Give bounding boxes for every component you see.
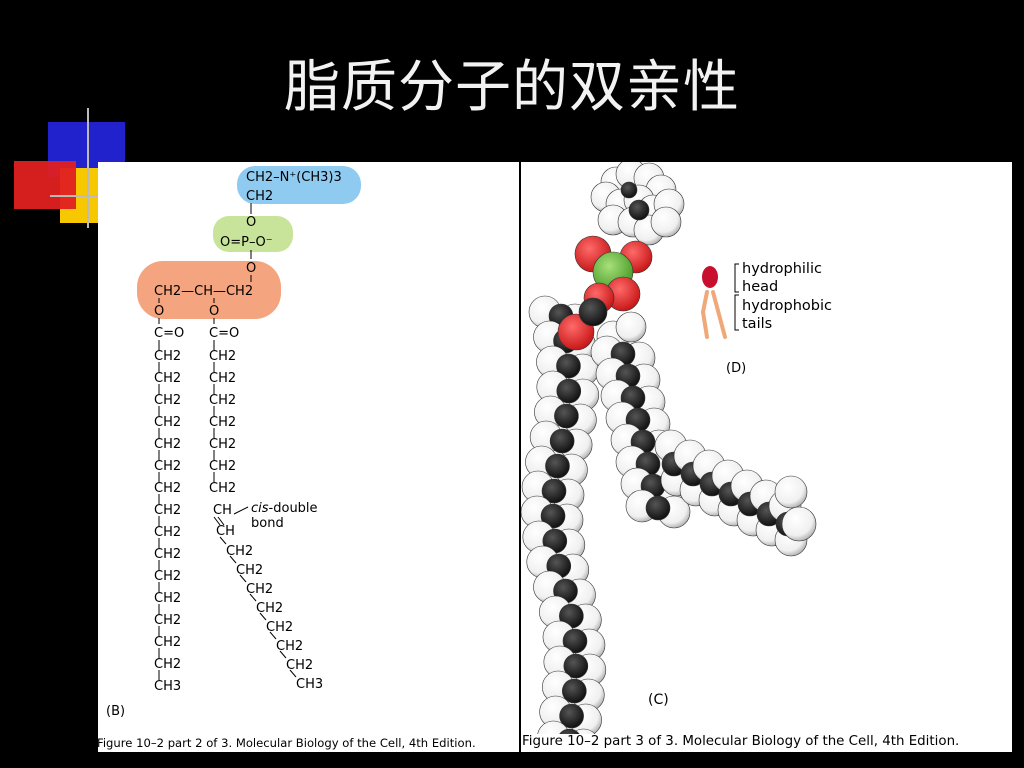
atom-sphere (549, 428, 575, 454)
methylene-label: CH2 (209, 437, 236, 452)
atom-sphere (545, 453, 570, 479)
atom-sphere (781, 506, 817, 542)
atom-sphere (556, 353, 581, 379)
methylene-label: CH2 (154, 371, 181, 386)
methylene-label: CH2 (226, 544, 253, 559)
choline-top-label: CH2–N⁺(CH3)3 (246, 170, 342, 185)
methylene-label: CH2 (154, 415, 181, 430)
panel-c-caption: Figure 10–2 part 3 of 3. Molecular Biolo… (522, 734, 960, 749)
ester-o-right: O (209, 304, 219, 319)
atom-sphere (578, 297, 608, 327)
saturated-chain: CH2CH2CH2CH2CH2CH2CH2CH2CH2CH2CH2CH2CH2C… (154, 340, 181, 694)
hydrophilic-head-icon (702, 266, 718, 288)
methylene-label: CH2 (246, 582, 273, 597)
slide-title: 脂质分子的双亲性 (284, 55, 740, 120)
hydrophobic-tail-icon-right (711, 290, 727, 339)
panel-d-label: (D) (726, 361, 746, 376)
annotation-cis: cis (251, 501, 269, 516)
methylene-label: CH2 (154, 393, 181, 408)
phosphate-group-label: O=P–O⁻ (220, 235, 273, 250)
methyl-label: CH3 (296, 677, 323, 692)
phosphate-o-bottom: O (246, 261, 256, 276)
atom-sphere (561, 678, 587, 704)
methylene-label: CH2 (154, 591, 181, 606)
atom-sphere (562, 628, 588, 654)
atom-sphere (620, 181, 638, 199)
panel-c-space-filling-model: hydrophilic head hydrophobic tails (D) (… (520, 158, 1012, 762)
head-label: head (742, 279, 778, 295)
atom-sphere (615, 311, 647, 343)
panel-b-label: (B) (106, 704, 125, 719)
methylene-label: CH2 (286, 658, 313, 673)
methylene-label: CH2 (154, 437, 181, 452)
methylene-label: CH2 (154, 613, 181, 628)
methylene-label: CH2 (154, 569, 181, 584)
space-filling-model-diagram: hydrophilic head hydrophobic tails (D) (… (520, 158, 832, 762)
atom-sphere (628, 199, 650, 221)
methylene-label: CH2 (276, 639, 303, 654)
hydrophobic-tail-icon-left (701, 290, 709, 314)
double-bond-ch-upper: CH (213, 503, 232, 518)
atom-sphere (559, 703, 584, 729)
atom-sphere (563, 653, 589, 679)
methylene-label: CH2 (266, 620, 293, 635)
hydrophobic-tail-icon-left-lower (701, 310, 709, 339)
cis-double-bond-annotation: cis-double (251, 501, 318, 516)
methylene-label: CH2 (154, 349, 181, 364)
tails-label: tails (742, 316, 772, 332)
hydrophilic-label: hydrophilic (742, 261, 822, 277)
decorative-squares (14, 108, 130, 228)
methylene-label: CH2 (209, 459, 236, 474)
double-bond-ch-lower: CH (216, 524, 235, 539)
atom-sphere (774, 475, 808, 509)
atom-sphere (556, 378, 582, 404)
atom-sphere (650, 206, 682, 238)
methylene-label: CH2 (154, 547, 181, 562)
methylene-label: CH2 (256, 601, 283, 616)
choline-ch2-label: CH2 (246, 189, 273, 204)
atom-spheres (520, 158, 817, 762)
methylene-label: CH2 (209, 393, 236, 408)
glycerol-highlight (137, 261, 281, 319)
phosphate-highlight (213, 216, 293, 252)
atom-sphere (645, 495, 671, 521)
glycerol-label: CH2—CH—CH2 (154, 284, 253, 299)
phosphate-o-top: O (246, 215, 256, 230)
atom-sphere (554, 403, 579, 429)
panel-b-caption: Figure 10–2 part 2 of 3. Molecular Biolo… (97, 736, 476, 750)
choline-highlight (237, 166, 361, 204)
unsaturated-chain: CH2CH2CH2CH2CH2CH2CH2CH2CH2CH2CH2CH2CH2C… (209, 340, 323, 692)
atom-sphere (541, 478, 567, 504)
panel-c-label: (C) (648, 692, 669, 708)
annotation-bond: bond (251, 516, 284, 531)
panel-divider (519, 162, 521, 752)
hydrophobic-label: hydrophobic (742, 298, 832, 314)
methylene-label: CH2 (209, 415, 236, 430)
methylene-label: CH2 (154, 459, 181, 474)
annotation-double: -double (269, 501, 318, 516)
methylene-label: CH2 (154, 481, 181, 496)
panel-d-lipid-icon: hydrophilic head hydrophobic tails (D) (701, 261, 832, 376)
methylene-label: CH2 (209, 481, 236, 496)
methylene-label: CH2 (154, 525, 181, 540)
methylene-label: CH2 (154, 503, 181, 518)
carbonyl-right: C=O (209, 326, 239, 341)
structural-formula-diagram: CH2–N⁺(CH3)3 CH2 O O=P–O⁻ O CH2—CH—CH2 O… (106, 166, 361, 719)
methylene-label: CH2 (209, 349, 236, 364)
methylene-label: CH2 (209, 371, 236, 386)
panel-b-structural-formula: CH2–N⁺(CH3)3 CH2 O O=P–O⁻ O CH2—CH—CH2 O… (98, 162, 519, 752)
methyl-label: CH3 (154, 679, 181, 694)
ester-o-left: O (154, 304, 164, 319)
methylene-label: CH2 (154, 657, 181, 672)
carbonyl-left: C=O (154, 326, 184, 341)
atom-sphere (540, 503, 566, 529)
methylene-label: CH2 (236, 563, 263, 578)
methylene-label: CH2 (154, 635, 181, 650)
